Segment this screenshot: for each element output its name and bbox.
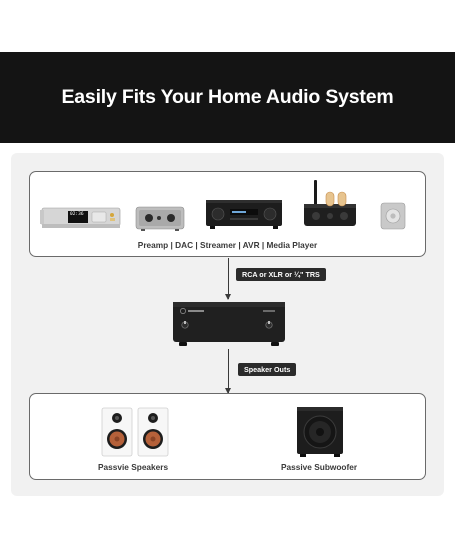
input-arrow [223, 258, 232, 300]
streamer-device [40, 200, 122, 232]
avr-device [204, 196, 284, 232]
passive-speakers-device [101, 406, 169, 458]
output-connection-label: Speaker Outs [238, 363, 297, 376]
subwoofer-caption: Passive Subwoofer [281, 462, 358, 472]
input-connection-label: RCA or XLR or ¼" TRS [236, 268, 326, 281]
streamer-display-time: 02:36 [70, 212, 84, 217]
sources-caption: Preamp | DAC | Streamer | AVR | Media Pl… [137, 240, 318, 250]
amplifier-device [171, 300, 287, 350]
output-arrow [223, 349, 232, 394]
portable-player-device [379, 201, 407, 231]
speakers-caption: Passvie Speakers [98, 462, 169, 472]
media-player-device [300, 178, 360, 232]
banner-title: Easily Fits Your Home Audio System [61, 86, 394, 108]
header-banner: Easily Fits Your Home Audio System [0, 52, 455, 143]
output-devices-box [29, 393, 426, 480]
passive-subwoofer-device [296, 406, 344, 458]
dac-device [135, 204, 185, 232]
